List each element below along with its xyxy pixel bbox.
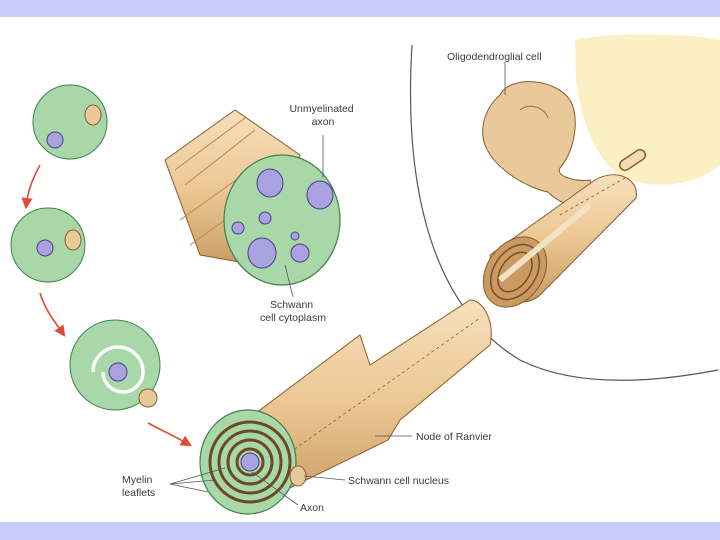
label-axon: Axon [300, 502, 324, 514]
bundle-axon [306, 180, 334, 210]
bundle-axon [231, 221, 245, 235]
leader-lines [169, 62, 506, 506]
unmyelinated-bundle [164, 109, 341, 286]
bundle-axon [290, 243, 310, 263]
bottom-band [0, 522, 720, 540]
label-node-of-ranvier: Node of Ranvier [416, 431, 492, 443]
top-band [0, 0, 720, 17]
label-schwann-cytoplasm: Schwann cell cytoplasm [260, 299, 326, 324]
label-schwann-nucleus: Schwann cell nucleus [348, 475, 449, 487]
oligodendrocyte-cell-body [575, 34, 720, 185]
oligodendrocyte [482, 81, 646, 308]
label-oligodendroglial-cell: Oligodendroglial cell [447, 51, 542, 63]
myelination-diagram: Oligodendroglial cell Unmyelinated axon … [10, 34, 720, 515]
cns-boundary [409, 44, 719, 381]
schwann-nucleus [289, 465, 307, 487]
myelinated-fiber [199, 299, 492, 515]
bundle-axon [258, 211, 272, 225]
stage-arrow [147, 422, 192, 447]
bundle-axon [256, 168, 284, 198]
stage-2 [10, 207, 86, 283]
stage-arrow [39, 292, 66, 337]
stage-3 [69, 319, 161, 411]
bundle-axon [247, 237, 277, 269]
label-unmyelinated-axon: Unmyelinated axon [289, 103, 356, 128]
stage-1 [32, 84, 108, 160]
label-myelin-leaflets: Myelin leaflets [122, 474, 155, 499]
bundle-axon [290, 231, 300, 241]
stage-arrow [21, 164, 41, 210]
fiber-axon [240, 452, 260, 472]
